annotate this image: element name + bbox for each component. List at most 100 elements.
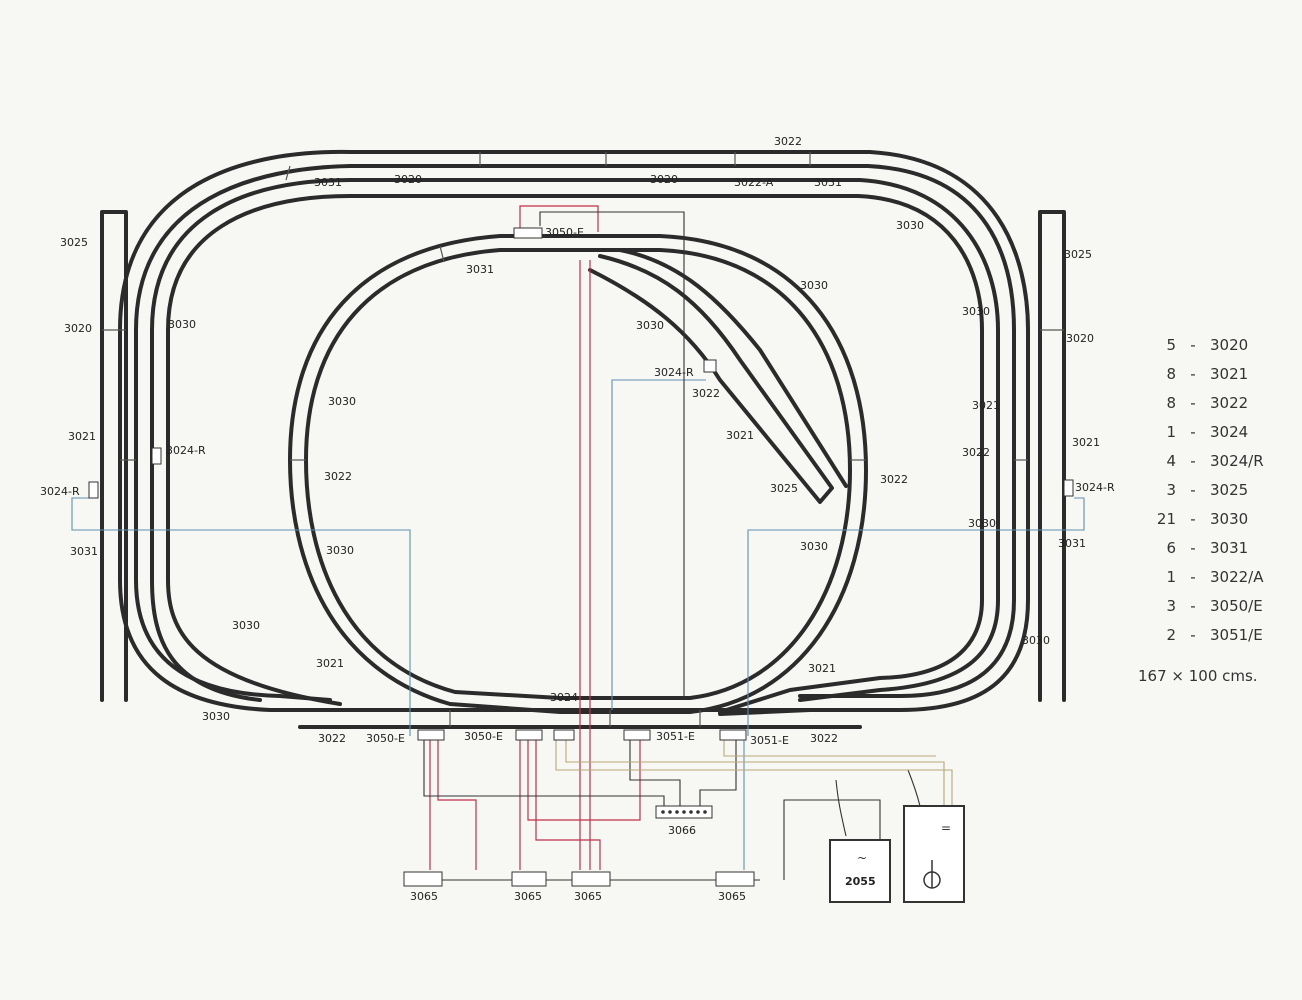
label-top-3022a: 3022-A	[734, 176, 774, 189]
red-wire	[437, 740, 477, 870]
label-right-3021-mid: 3021	[972, 399, 1000, 412]
control-unit-box	[903, 805, 965, 903]
label-outer-3030-ne: 3030	[896, 219, 924, 232]
joint	[285, 165, 291, 181]
legend-part: 3021	[1210, 364, 1249, 383]
black-wire	[835, 779, 847, 837]
label-left-3021: 3021	[68, 430, 96, 443]
label-right-3030-upper: 3030	[962, 305, 990, 318]
label-right-3024r: 3024-R	[1075, 481, 1115, 494]
label-bottom-3022-left: 3022	[318, 732, 346, 745]
label-right-3021: 3021	[1072, 436, 1100, 449]
label-inner-3030-e: 3030	[800, 540, 828, 553]
legend-count: 8	[1166, 393, 1176, 412]
legend-part: 3031	[1210, 539, 1249, 558]
legend-row: 3-3025	[1140, 475, 1290, 504]
label-right-3021-lower: 3021	[808, 662, 836, 675]
legend-row: 1-3022/A	[1140, 563, 1290, 592]
inner-oval-inner-rail	[304, 248, 852, 700]
black-wire	[423, 740, 665, 806]
relay-3065-1	[403, 871, 443, 887]
label-outer-3030-nw: 3030	[168, 318, 196, 331]
legend-count: 21	[1156, 510, 1176, 529]
label-left-3031: 3031	[70, 545, 98, 558]
relay-3065-2	[511, 871, 547, 887]
label-bottom-3050e-1: 3050-E	[366, 732, 405, 745]
red-wire	[527, 740, 641, 821]
legend-part: 3020	[1210, 335, 1249, 354]
connector-3024r-inner	[703, 359, 717, 373]
relay-3065-3	[571, 871, 611, 887]
terminal	[661, 810, 665, 814]
connector-3051e-bottom-2	[719, 729, 747, 741]
label-right-3031: 3031	[1058, 537, 1086, 550]
left-siding	[100, 210, 128, 702]
tan-wire	[555, 740, 953, 806]
label-left-3025: 3025	[60, 236, 88, 249]
legend-row: 8-3022	[1140, 388, 1290, 417]
wiring-tan	[555, 740, 953, 806]
legend-separator: -	[1190, 539, 1196, 558]
terminal	[675, 810, 679, 814]
legend-part: 3024	[1210, 422, 1249, 441]
legend-row: 2-3051/E	[1140, 621, 1290, 650]
legend-row: 5-3020	[1140, 330, 1290, 359]
equipment-label-group: 3066 3065 3065 3065 3065 2055	[410, 824, 876, 903]
black-wire	[907, 769, 921, 807]
label-inner-3031: 3031	[466, 263, 494, 276]
legend-separator: -	[1190, 335, 1196, 354]
label-right-3022-mid: 3022	[962, 446, 990, 459]
terminal	[682, 810, 686, 814]
legend-part: 3022	[1210, 393, 1249, 412]
legend-row: 8-3021	[1140, 359, 1290, 388]
legend-separator: -	[1190, 510, 1196, 529]
blue-wire	[747, 497, 1085, 736]
track-group	[100, 149, 1066, 729]
label-top-3020-right: 3020	[650, 173, 678, 186]
ac-symbol-icon: ~	[857, 851, 867, 865]
layout-dimensions: 167 × 100 cms.	[1138, 667, 1258, 685]
terminal	[668, 810, 672, 814]
legend-count: 8	[1166, 364, 1176, 383]
legend-count: 3	[1166, 597, 1176, 616]
wiring-red	[429, 205, 641, 870]
dc-symbol-icon: =	[941, 821, 951, 835]
legend-row: 4-3024/R	[1140, 446, 1290, 475]
relay-blocks	[403, 871, 755, 887]
terminal	[696, 810, 700, 814]
connector-3050e-bottom-2	[515, 729, 543, 741]
wiring-blue	[71, 379, 1085, 870]
label-left-3021-lower: 3021	[316, 657, 344, 670]
track-label-group: 3022 3031 3020 3020 3022-A 3031 3030 303…	[40, 135, 1115, 747]
label-relay-2: 3065	[514, 890, 542, 903]
legend-part: 3030	[1210, 510, 1249, 529]
legend-separator: -	[1190, 364, 1196, 383]
legend-count: 2	[1166, 626, 1176, 645]
label-relay-4: 3065	[718, 890, 746, 903]
connector-3024r-left-outer	[88, 481, 99, 499]
black-wire	[783, 799, 881, 880]
label-inner-3030-center: 3030	[636, 319, 664, 332]
label-inner-3050e-top: 3050-E	[545, 226, 584, 239]
legend-part: 3022/A	[1210, 568, 1264, 587]
legend-count: 3	[1166, 481, 1176, 500]
label-left-3030-lower: 3030	[232, 619, 260, 632]
legend-separator: -	[1190, 393, 1196, 412]
label-right-3020: 3020	[1066, 332, 1094, 345]
legend-count: 6	[1166, 539, 1176, 558]
legend-row: 1-3024	[1140, 417, 1290, 446]
joint	[439, 245, 445, 263]
label-bottom-3050e-2: 3050-E	[464, 730, 503, 743]
label-left-3020: 3020	[64, 322, 92, 335]
inner-oval-outer-rail	[288, 234, 868, 714]
relay-3065-4	[715, 871, 755, 887]
legend-count: 1	[1166, 568, 1176, 587]
label-right-3030-lower: 3030	[1022, 634, 1050, 647]
track-joints	[102, 152, 1064, 727]
red-wire	[519, 205, 599, 232]
connector-3024r-left-inner	[151, 447, 162, 465]
branch-spur-rail-b	[618, 248, 848, 488]
black-wire	[699, 740, 737, 806]
legend-part: 3051/E	[1210, 626, 1263, 645]
label-top-3031-left: 3031	[314, 176, 342, 189]
